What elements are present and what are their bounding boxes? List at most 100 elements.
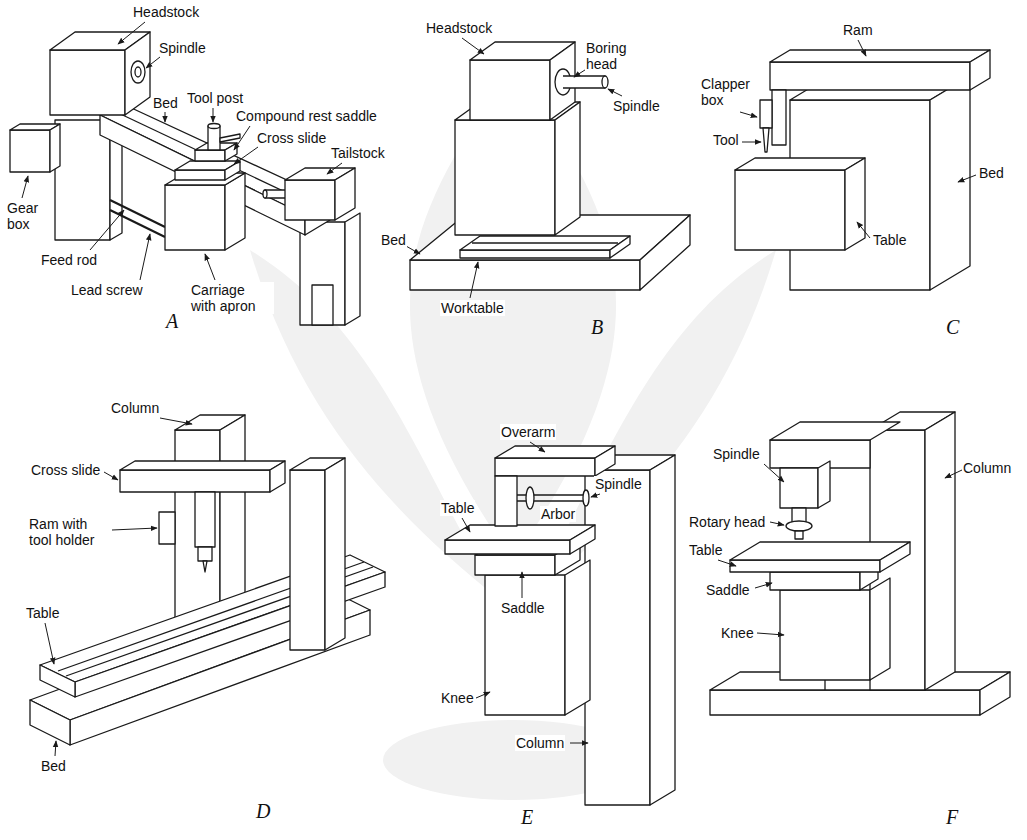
machine-part [131, 61, 145, 83]
leader-line [476, 692, 490, 698]
part-label: Bed [978, 165, 1005, 181]
part-label: Column [515, 735, 565, 751]
machine-part [770, 572, 860, 590]
machine-part [159, 512, 175, 544]
boring-machine-drawing [410, 42, 690, 290]
machine-part [10, 130, 50, 172]
machine-part [175, 430, 220, 620]
machine-part [595, 446, 615, 476]
machine-part [845, 158, 865, 250]
leader-lines-e [462, 442, 600, 743]
leader-line [55, 741, 56, 756]
part-label: Cross slide [30, 462, 101, 478]
machine-part [55, 120, 110, 240]
leader-line [45, 623, 54, 664]
machine-part [472, 242, 618, 243]
machine-part [345, 213, 360, 325]
machine-part [290, 470, 325, 650]
machine-part [203, 561, 207, 572]
leader-line [327, 163, 342, 174]
leader-line [858, 40, 866, 56]
machine-part [880, 542, 910, 572]
machine-part [455, 120, 555, 235]
part-label: Saddle [705, 582, 751, 598]
machine-part [225, 143, 237, 161]
leader-line [945, 470, 962, 478]
leader-line [770, 522, 784, 525]
machine-part [270, 461, 285, 492]
leader-line [160, 418, 192, 424]
part-label: Spindle [594, 476, 643, 492]
part-label: Arbor [540, 506, 576, 522]
leader-line [22, 176, 28, 198]
leader-line [104, 472, 118, 480]
machine-part [495, 476, 517, 526]
machine-part [824, 680, 825, 690]
machine-part [125, 32, 150, 115]
leader-line [857, 222, 870, 238]
machine-part [220, 415, 245, 620]
leader-line [462, 518, 470, 532]
leader-line [740, 112, 757, 117]
machine-part [460, 236, 630, 250]
part-label: Bed [152, 95, 179, 111]
machine-part [475, 555, 555, 575]
machine-part [263, 190, 267, 198]
part-label: Column [962, 460, 1012, 476]
machine-part [175, 170, 225, 180]
leader-line [742, 142, 761, 143]
part-label: Column [110, 400, 160, 416]
machine-part [735, 158, 865, 170]
part-label: Boring head [585, 40, 637, 72]
part-label: Tool post [186, 90, 244, 106]
machine-part [640, 215, 690, 290]
machine-part [780, 468, 818, 508]
machine-part [40, 665, 75, 697]
part-label: Table [440, 500, 475, 516]
machine-part [220, 134, 240, 142]
machine-part [198, 547, 212, 561]
machine-part [980, 672, 1010, 715]
figure-letter: B [590, 316, 604, 338]
leader-line [213, 108, 214, 122]
machine-part [30, 700, 70, 745]
machine-part [285, 180, 335, 220]
machine-part [495, 458, 595, 476]
horizontal-mill-drawing [445, 446, 675, 805]
leader-line [234, 126, 250, 150]
machine-part [610, 236, 630, 258]
leader-line [570, 743, 588, 744]
part-label: Headstock [132, 4, 200, 20]
part-label: Tailstock [330, 145, 386, 161]
figure-letter: C [945, 316, 960, 338]
machine-part [335, 168, 355, 220]
part-label: Table [872, 232, 907, 248]
machine-part [583, 490, 589, 506]
leader-line [234, 147, 258, 164]
machine-part [195, 150, 225, 161]
machine-part [208, 124, 220, 129]
part-label: Spindle [158, 40, 207, 56]
machine-part [110, 210, 165, 237]
machine-part [780, 590, 870, 680]
machine-part [225, 173, 245, 250]
part-label: Gear box [6, 200, 44, 232]
leader-line [90, 210, 124, 250]
machine-part [555, 102, 580, 235]
leader-line [718, 560, 736, 566]
machine-part [50, 50, 125, 115]
machine-part [526, 487, 534, 509]
machine-part [325, 458, 345, 650]
part-label: Saddle [500, 600, 546, 616]
part-label: Clapper box [700, 76, 758, 108]
figure-letter: F [945, 806, 959, 828]
part-label: Knee [440, 690, 475, 706]
machine-part [300, 222, 345, 325]
part-label: Bed [40, 758, 67, 774]
machine-part [265, 190, 285, 198]
machine-part [730, 560, 880, 572]
part-label: Feed rod [40, 252, 98, 268]
part-label: Knee [720, 625, 755, 641]
